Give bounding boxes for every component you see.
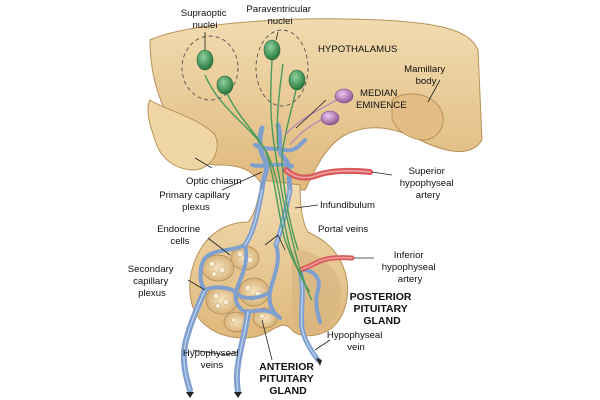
label-infundibulum: Infundibulum — [320, 200, 375, 211]
paraventricular-neurons — [263, 39, 306, 91]
optic-chiasm-shape — [147, 99, 218, 171]
endocrine-cell-clusters — [201, 245, 278, 333]
vein-highlights — [183, 189, 319, 393]
label-median-eminence: MEDIAN EMINENCE — [356, 88, 407, 111]
median-eminence-neurons — [320, 88, 354, 126]
paraventricular-nucleus-outline — [255, 29, 309, 107]
label-endocrine-cells: Endocrine cells — [157, 224, 203, 247]
supraoptic-nucleus-outline — [181, 35, 239, 101]
label-hypophyseal-vein: Hypophyseal vein — [327, 330, 385, 353]
inferior-hypophyseal-artery — [297, 255, 355, 273]
mamillary-body-shape — [391, 93, 444, 141]
superior-hypophyseal-artery — [283, 167, 373, 181]
label-inferior-hypophyseal-artery: Inferior hypophyseal artery — [382, 250, 439, 285]
label-superior-hypophyseal-artery: Superior hypophyseal artery — [400, 166, 457, 201]
label-portal-veins: Portal veins — [318, 224, 368, 235]
supraoptic-neurons — [196, 49, 234, 95]
label-primary-capillary-plexus: Primary capillary plexus — [159, 190, 233, 213]
flow-arrows — [186, 358, 322, 398]
label-paraventricular-nuclei: Paraventricular nuclei — [246, 4, 313, 27]
label-hypophyseal-veins: Hypophyseal veins — [183, 348, 241, 371]
label-mamillary-body: Mamillary body — [404, 64, 448, 87]
label-optic-chiasm: Optic chiasm — [186, 176, 241, 187]
leader-lines — [187, 31, 441, 361]
label-secondary-capillary-plexus: Secondary capillary plexus — [128, 264, 177, 299]
label-anterior-pituitary-gland: ANTERIOR PITUITARY GLAND — [259, 361, 317, 397]
label-supraoptic-nuclei: Supraoptic nuclei — [181, 8, 230, 31]
neurosecretory-axons — [204, 59, 313, 301]
label-hypothalamus: HYPOTHALAMUS — [318, 44, 397, 55]
label-posterior-pituitary-gland: POSTERIOR PITUITARY GLAND — [350, 291, 415, 327]
